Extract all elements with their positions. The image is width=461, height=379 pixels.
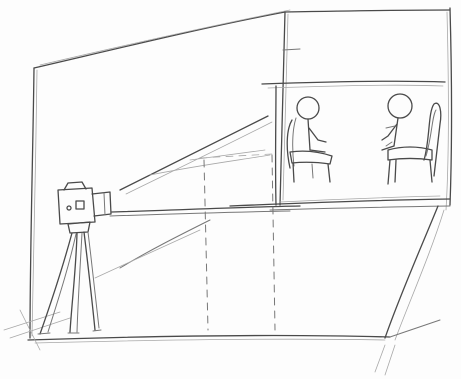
recess-top	[261, 80, 446, 85]
recess-floor	[229, 198, 451, 207]
sightline-main-retrace	[109, 210, 291, 217]
figure-right-arm-2	[385, 125, 396, 129]
chair-left-back-2	[292, 117, 297, 167]
tripod-leg-left-inner	[47, 233, 77, 333]
camera-button	[66, 205, 72, 211]
wall-diagonal-lower	[119, 219, 211, 269]
chair-left-back	[286, 119, 293, 169]
tripod-foot-left	[37, 332, 51, 335]
chair-left-leg-2	[327, 163, 331, 183]
back-corner-retrace	[282, 13, 289, 201]
floor-corner-stroke-2	[374, 344, 386, 373]
floor-right-edge-retrace	[394, 209, 445, 341]
tripod-head	[67, 221, 91, 234]
recess-top-retrace	[267, 84, 444, 89]
tripod-leg-center	[69, 232, 78, 333]
chair-right-leg-1	[387, 159, 391, 185]
wall-hatch-1	[149, 154, 271, 176]
figure-left-arm	[308, 127, 327, 143]
room-box	[3, 7, 453, 376]
dashed-guide-right	[271, 154, 276, 331]
wall-diagonal-upper	[119, 115, 269, 191]
figure-right-arm	[381, 123, 398, 141]
floor-right-edge	[384, 205, 439, 339]
floor-bottom-edge	[27, 334, 391, 341]
camera-top-bump	[63, 181, 87, 191]
back-wall-right-edge	[449, 7, 453, 206]
chair-right-back	[423, 102, 442, 177]
recess-floor-3	[279, 195, 441, 203]
camera-body	[57, 187, 96, 225]
back-corner-line	[279, 11, 286, 206]
chair-right-leg-2	[394, 159, 397, 183]
floor-bottom-edge-retrace	[34, 338, 386, 344]
tripod-leg-center-inner	[76, 232, 83, 333]
figure-left-leg	[309, 149, 326, 153]
seated-figure-left	[286, 96, 333, 183]
tripod-leg-left	[39, 232, 73, 335]
back-ceiling-line	[284, 9, 451, 13]
camera-on-tripod	[37, 181, 112, 335]
seated-figure-right	[381, 93, 442, 185]
chair-right-leg-3	[429, 159, 433, 183]
room-left-edge	[29, 67, 35, 339]
sightline-main	[111, 205, 301, 213]
tripod-foot-right	[92, 329, 102, 332]
figure-left-body	[307, 118, 311, 151]
camera-lens	[91, 191, 112, 217]
room-top-edge	[33, 11, 286, 69]
ground-scribble-2	[9, 317, 71, 339]
ground-scribble-1	[3, 311, 61, 331]
figure-right-head	[387, 93, 413, 119]
chair-right-back-2	[425, 109, 437, 157]
chair-right-seat	[387, 146, 433, 161]
recess-floor-2	[269, 205, 451, 211]
room-top-edge-retrace	[39, 9, 291, 66]
floor-corner-stroke-3	[384, 344, 396, 376]
tripod-leg-right-inner	[87, 231, 100, 329]
chair-left-leg-1	[292, 162, 295, 183]
wall-diagonal-lower-2	[94, 229, 201, 279]
figure-left-head	[296, 96, 320, 120]
camera-viewfinder-icon	[75, 200, 85, 210]
camera-lens-front	[103, 192, 106, 216]
floor-corner-stroke	[389, 319, 441, 338]
chair-left-leg-3	[311, 163, 314, 179]
figure-right-body	[393, 117, 399, 147]
wall-hatch-2	[189, 149, 266, 161]
ground-scribble-3	[19, 309, 41, 351]
back-wall-right-edge-retrace	[445, 11, 449, 211]
chair-right-seat-edge	[385, 141, 393, 147]
room-left-edge-retrace	[31, 69, 38, 337]
chair-left-seat	[289, 150, 333, 165]
corner-tick	[282, 48, 301, 51]
figure-right-leg	[381, 145, 395, 151]
tripod-leg-right	[83, 231, 96, 331]
dashed-guide-left	[203, 159, 209, 331]
